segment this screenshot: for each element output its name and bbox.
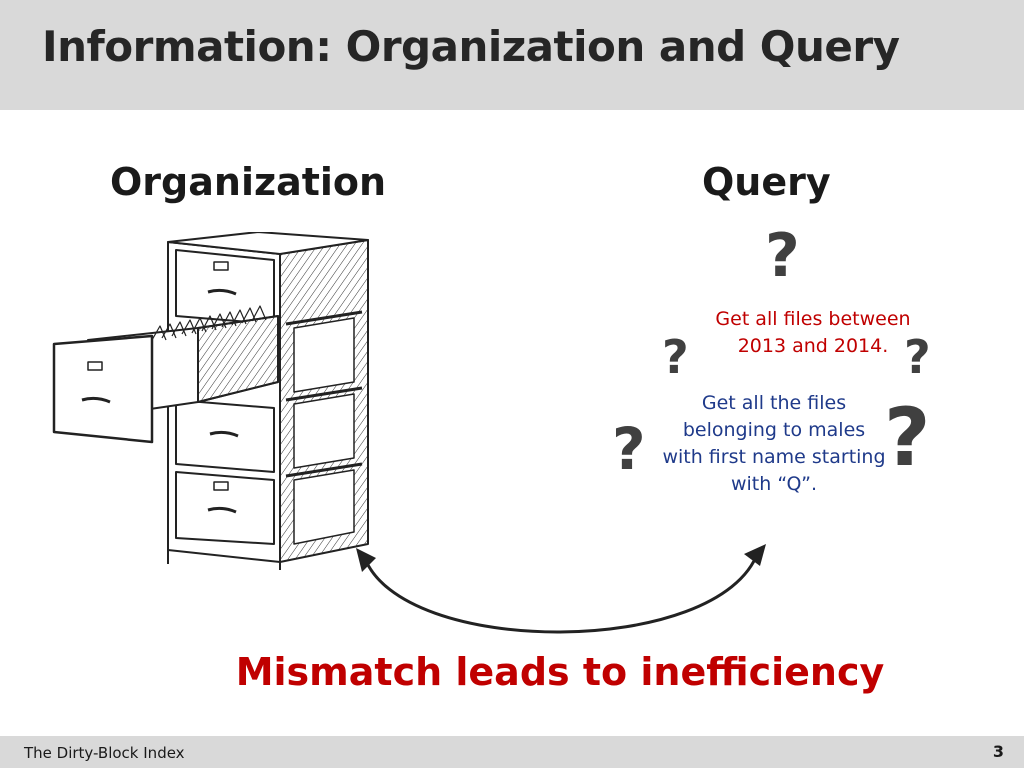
question-mark-lower-right: ? — [884, 391, 931, 484]
footer-title: The Dirty-Block Index — [24, 744, 185, 762]
query-example-date-range: Get all files between 2013 and 2014. — [715, 308, 911, 357]
question-mark-large-top: ? — [765, 221, 800, 291]
organization-heading: Organization — [110, 160, 387, 204]
slide-title: Information: Organization and Query — [42, 22, 900, 71]
double-headed-arrow-icon — [356, 544, 766, 634]
conclusion-text: Mismatch leads to inefficiency — [235, 650, 885, 694]
page-number: 3 — [992, 742, 1004, 761]
query-heading: Query — [702, 160, 831, 204]
query-example-name: Get all the files belonging to males wit… — [662, 392, 886, 495]
question-mark-lower-left: ? — [612, 415, 646, 483]
question-mark-left: ? — [662, 330, 689, 384]
title-bar: Information: Organization and Query — [0, 0, 1024, 110]
question-mark-right: ? — [904, 330, 931, 384]
footer-bar: The Dirty-Block Index 3 — [0, 736, 1024, 768]
file-cabinet-icon — [52, 232, 369, 570]
